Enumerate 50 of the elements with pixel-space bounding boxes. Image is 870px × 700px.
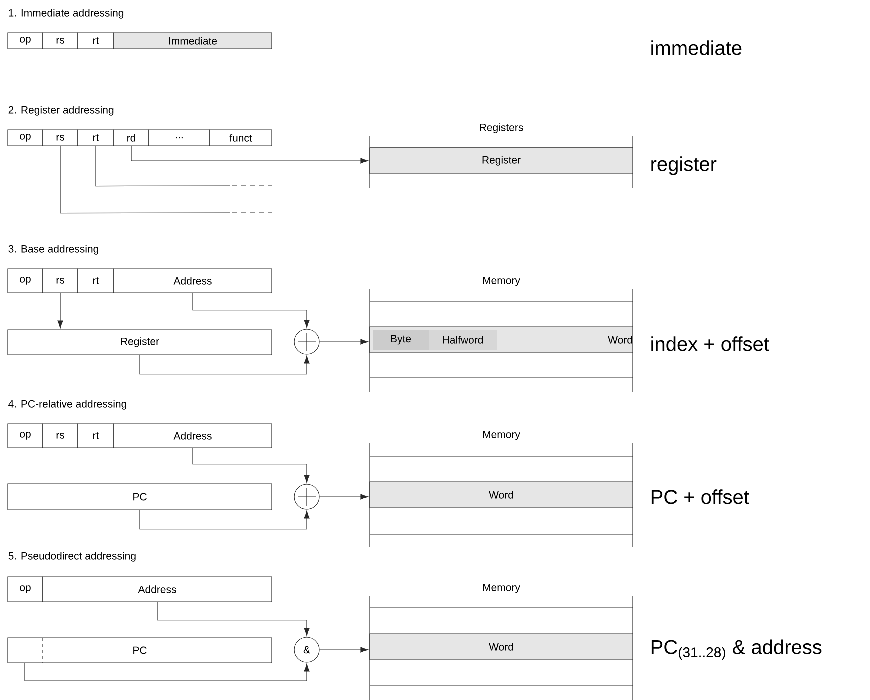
memory-row: Register <box>370 148 634 174</box>
field-box: rt <box>78 130 114 146</box>
mode-label: immediate <box>652 40 742 56</box>
field-box: rs <box>42 268 78 294</box>
memory-row: Word <box>370 482 634 508</box>
memory-row: Word <box>370 634 634 660</box>
adder-circle <box>294 329 320 355</box>
field-box: rt <box>78 424 114 448</box>
mode-label: PC + offset <box>652 490 750 504</box>
section-heading: 2. Register addressing <box>8 106 114 116</box>
field-box: op <box>8 130 44 146</box>
arrow <box>60 146 272 214</box>
section-heading: 1. Immediate addressing <box>9 9 124 19</box>
arrow <box>140 510 310 530</box>
section-heading: 3. Base addressing <box>8 245 98 255</box>
field-box: rt <box>78 268 114 294</box>
field-box: Immediate <box>114 32 272 50</box>
arrow <box>320 647 369 653</box>
field-box: rs <box>42 424 78 448</box>
field-box: op <box>8 424 44 448</box>
arrow <box>96 146 272 187</box>
field-box: PC <box>8 638 272 664</box>
field-box: op <box>8 268 44 294</box>
mode-label: register <box>652 156 717 176</box>
arrow <box>131 146 369 164</box>
section-heading: 4. PC-relative addressing <box>8 400 126 410</box>
field-box: rt <box>78 32 114 50</box>
field-box: op <box>8 32 44 50</box>
mode-label: index + offset <box>652 336 770 352</box>
field-box: op <box>8 576 44 602</box>
arrow <box>24 662 310 682</box>
arrow <box>192 448 310 484</box>
field-box: rs <box>42 130 78 146</box>
sub-field: Halfword <box>429 330 497 350</box>
mode-label: PC$_{(31..28)}$ & address <box>652 640 822 660</box>
arrow <box>140 355 310 375</box>
arrow <box>320 339 369 345</box>
sub-field: Byte <box>373 330 429 350</box>
field-box: Register <box>8 330 272 356</box>
arrow <box>320 494 369 500</box>
arrow <box>58 293 64 329</box>
adder-circle <box>294 484 320 510</box>
field-box: rs <box>42 32 78 50</box>
arrow <box>192 293 310 328</box>
field-box: ... <box>148 130 210 146</box>
arrow <box>157 602 310 636</box>
field-box: funct <box>210 130 272 146</box>
section-heading: 5. Pseudodirect addressing <box>8 552 136 562</box>
field-box: rd <box>114 130 150 146</box>
field-box: PC <box>8 484 272 510</box>
